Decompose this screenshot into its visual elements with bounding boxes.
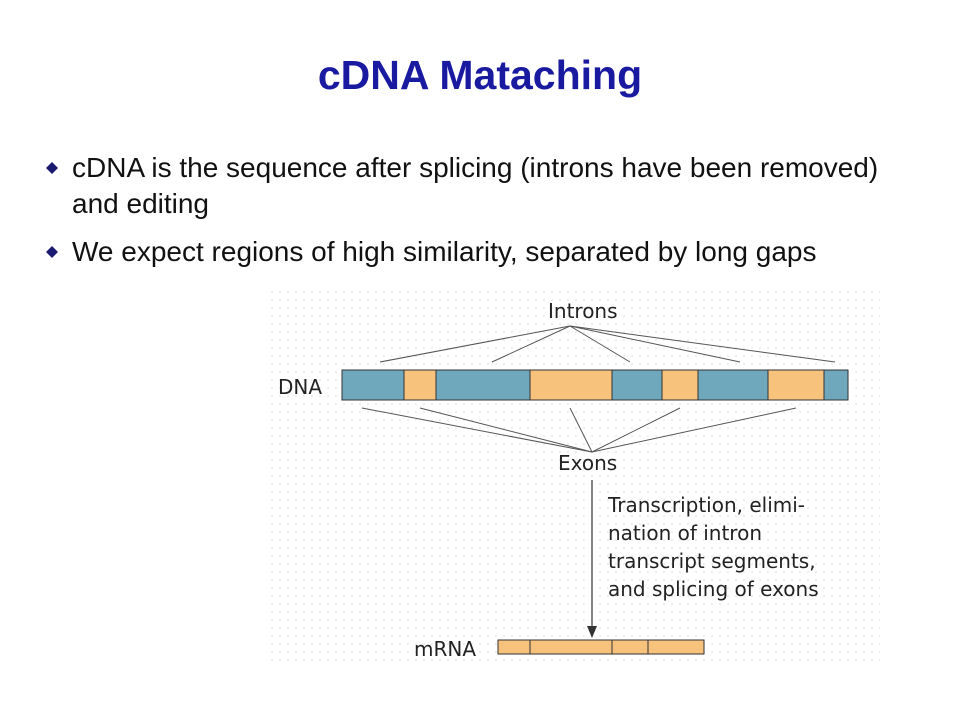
dna-intron-segment — [435, 369, 531, 401]
process-line: Transcription, elimi- — [607, 493, 805, 517]
dna-intron-segment — [823, 369, 849, 401]
mrna-exon-segment — [611, 639, 649, 655]
mrna-label: mRNA — [414, 637, 476, 661]
bullet-list: cDNA is the sequence after splicing (int… — [46, 150, 906, 282]
exons-label: Exons — [558, 451, 617, 475]
bullet-text: We expect regions of high similarity, se… — [72, 236, 817, 267]
dna-exon-segment — [403, 369, 437, 401]
dotted-background — [270, 290, 880, 665]
mrna-strand — [497, 639, 705, 655]
arrow-head-icon — [587, 626, 597, 638]
process-line: nation of intron — [608, 521, 762, 545]
slide-title: cDNA Mataching — [317, 52, 643, 98]
process-line: transcript segments, — [608, 549, 816, 573]
dna-exon-segment — [767, 369, 825, 401]
dna-exon-segment — [661, 369, 699, 401]
diamond-bullet-icon — [46, 246, 58, 258]
mrna-exon-segment — [497, 639, 531, 655]
mrna-exon-segment — [647, 639, 705, 655]
intron-pointer-lines — [379, 325, 836, 363]
dna-intron-segment — [341, 369, 405, 401]
diamond-bullet-icon — [46, 162, 58, 174]
dna-intron-segment — [697, 369, 769, 401]
process-line: and splicing of exons — [608, 577, 819, 601]
mrna-exon-segment — [529, 639, 613, 655]
bullet-item: We expect regions of high similarity, se… — [46, 234, 906, 270]
splicing-diagram: Introns DNA — [270, 290, 880, 665]
introns-label: Introns — [548, 299, 618, 323]
exon-pointer-lines — [361, 407, 797, 453]
bullet-text: cDNA is the sequence after splicing (int… — [72, 152, 879, 219]
dna-exon-segment — [529, 369, 613, 401]
dna-label: DNA — [278, 375, 322, 399]
bullet-item: cDNA is the sequence after splicing (int… — [46, 150, 906, 222]
dna-strand — [341, 369, 849, 401]
dna-intron-segment — [611, 369, 663, 401]
